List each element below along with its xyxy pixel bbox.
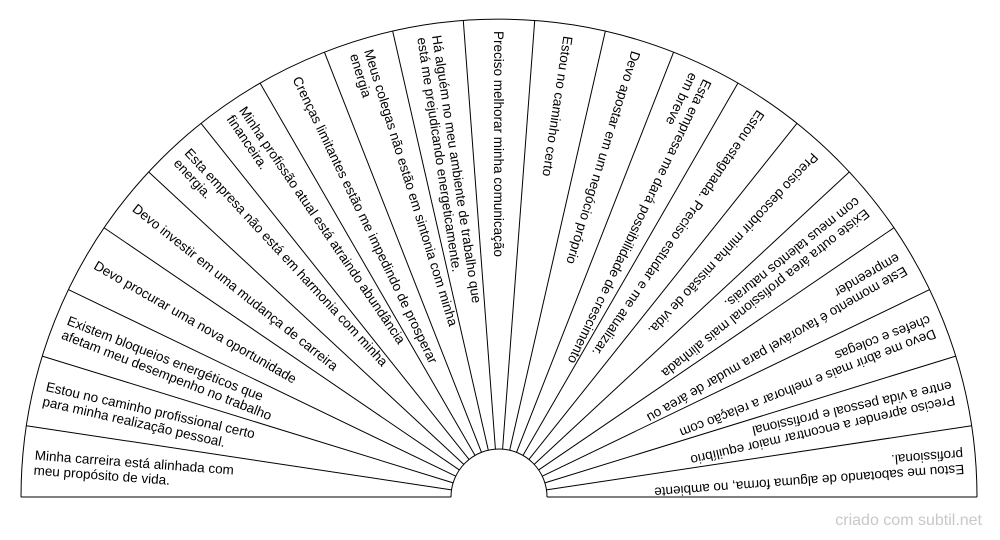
sector-divider	[323, 51, 482, 453]
inner-arc	[450, 448, 548, 498]
sector-label: profissional.	[891, 447, 964, 467]
sector-divider	[26, 425, 452, 491]
watermark: criado com subtil.net	[835, 512, 982, 529]
sector-divider	[148, 171, 465, 465]
sector-label: Estou no caminho certo	[539, 35, 575, 177]
outer-arc	[20, 18, 978, 498]
sector-divider	[502, 20, 536, 450]
sector-divider	[542, 289, 930, 477]
sector-divider	[546, 425, 972, 491]
sector-divider	[528, 122, 798, 460]
sector-divider	[42, 355, 454, 484]
sector-divider	[462, 20, 496, 450]
sector-divider	[544, 355, 956, 484]
sector-divider	[68, 289, 456, 477]
sector-divider	[509, 30, 606, 451]
sector-label: Preciso melhorar minha comunicação	[491, 31, 506, 257]
sector-divider	[538, 227, 895, 471]
sector-divider	[392, 30, 489, 451]
sector-lines	[26, 20, 972, 491]
sector-divider	[533, 171, 850, 465]
sector-divider	[259, 82, 476, 456]
sector-label: Estou me sabotando de alguma forma, no a…	[654, 462, 965, 500]
sector-divider	[522, 82, 739, 456]
sector-divider	[200, 122, 470, 460]
sector-divider	[103, 227, 460, 471]
sector-divider	[516, 51, 675, 453]
